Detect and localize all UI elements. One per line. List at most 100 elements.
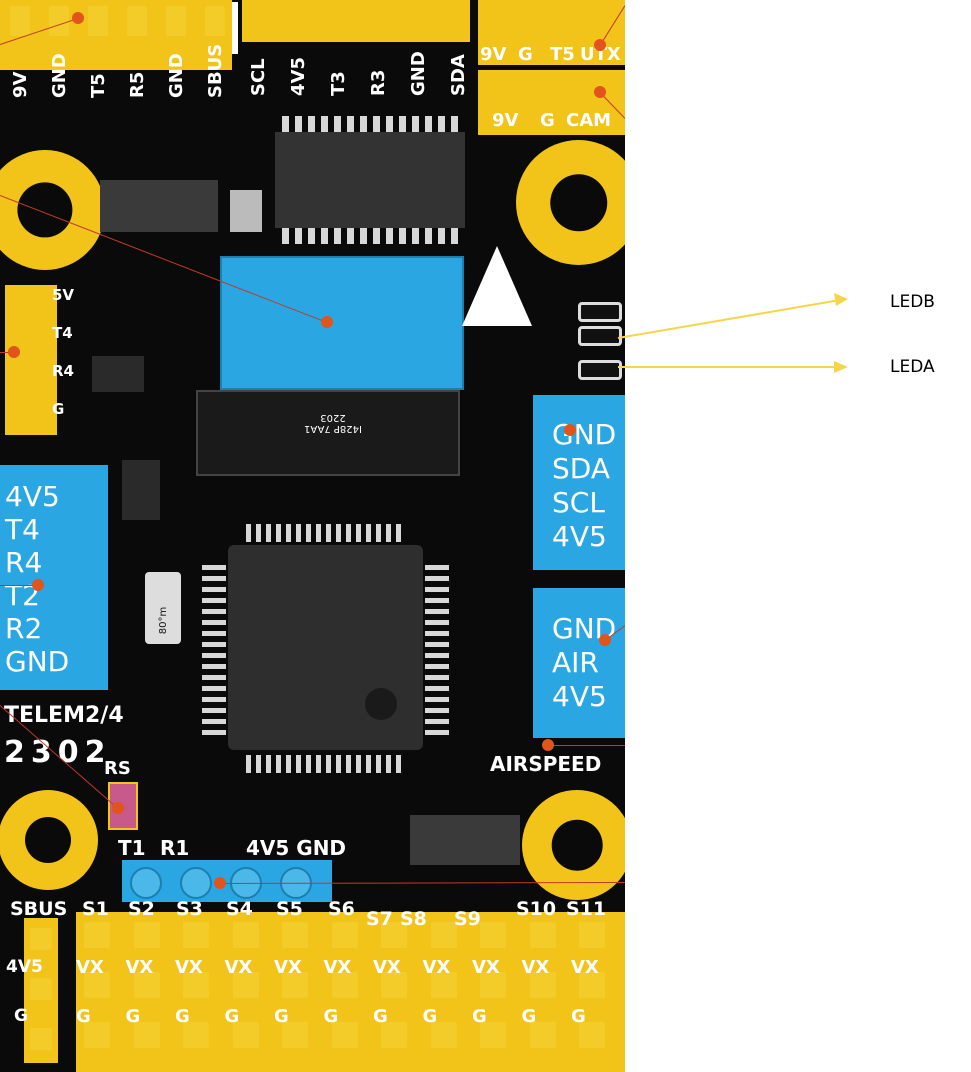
lead-dot [72, 12, 84, 24]
mcu-pin1-dot [365, 688, 397, 720]
callout-line-ledb [617, 299, 841, 339]
top-header-2-label: SCL [248, 58, 269, 96]
ic-pin [412, 116, 419, 132]
telem-pin-label: R4 [5, 546, 43, 579]
telem-pin-label: GND [5, 645, 70, 678]
diode [122, 460, 160, 520]
lead-dot [32, 579, 44, 591]
servo-col-label: S7 [366, 908, 393, 930]
t1-label: T1 [118, 836, 146, 860]
lead-dot [8, 346, 20, 358]
airspeed-connector [533, 588, 625, 738]
servo-g-label: G [175, 1006, 190, 1027]
top-right-2-label: 9V [492, 110, 519, 131]
mcu-pin [202, 598, 226, 603]
airspeed-pin-label: 4V5 [552, 680, 607, 713]
servo-pin [579, 972, 605, 998]
servo-g-label: G [571, 1006, 586, 1027]
mcu-pin [425, 587, 449, 592]
left-small-header-label: 5V [52, 286, 75, 304]
servo-vx-label: VX [422, 957, 451, 978]
regulator [92, 356, 144, 392]
servo-pin [529, 972, 556, 998]
top-right-1-label: G [518, 44, 533, 65]
servo-pin [381, 1022, 407, 1048]
servo-pin [282, 1022, 308, 1048]
mount-hole-top-left [0, 150, 105, 270]
lead-dot [214, 877, 226, 889]
header-pin [127, 6, 147, 36]
mcu-pin [425, 653, 449, 658]
mount-hole-top-right [516, 140, 625, 265]
mcu-pin [356, 755, 361, 773]
mcu-pin [425, 686, 449, 691]
mcu-pin [202, 708, 226, 713]
telem-label: TELEM2/4 [4, 703, 124, 728]
servo-pin [84, 922, 110, 948]
left-small-header-label: R4 [52, 362, 74, 380]
imu-module [196, 390, 460, 476]
callout-ledb: LEDB [890, 292, 935, 312]
mcu-pin [425, 598, 449, 603]
mcu-pin [366, 755, 371, 773]
servo-pin [430, 972, 457, 998]
top-right-2-label: CAM [566, 110, 612, 131]
mcu-pin [346, 755, 351, 773]
mcu-pin [202, 719, 226, 724]
servo-col-label: S8 [400, 908, 427, 930]
crystal [145, 572, 181, 644]
left-small-header [5, 285, 57, 435]
top-header-left [0, 0, 232, 70]
servo-pin [430, 922, 457, 948]
header-pin [88, 6, 108, 36]
lead-dot [564, 424, 576, 436]
servo-pin [579, 922, 605, 948]
servo-pin [430, 1022, 457, 1048]
mcu-pin [376, 524, 381, 542]
lead-dot [594, 39, 606, 51]
mcu-pin [336, 755, 341, 773]
mcu-pin [425, 708, 449, 713]
ic-pin [308, 116, 315, 132]
mcu-pin [346, 524, 351, 542]
servo-vx-label: VX [175, 957, 203, 978]
mcu-pin [202, 576, 226, 581]
i2c-connector [533, 395, 625, 570]
mcu-pin [202, 730, 226, 735]
airspeed-pin-label: AIR [552, 646, 599, 679]
mcu-pin [425, 730, 449, 735]
callout-arrow-leda [834, 361, 848, 373]
imu-text: I428P 7AA1 2203 [304, 412, 362, 434]
mcu-pin [306, 755, 311, 773]
mcu-pin [256, 755, 261, 773]
servo-col-label: SBUS [10, 898, 68, 920]
top-header-2-label: SDA [448, 54, 469, 96]
servo-pin [331, 1022, 358, 1048]
mcu-pin [276, 524, 281, 542]
connector-block-bottom-right [410, 815, 520, 865]
lead-dot [112, 802, 124, 814]
mcu-pin [202, 653, 226, 658]
top-ic-chip [275, 132, 465, 228]
servo-vx-label: VX [76, 957, 104, 978]
lead-line [0, 352, 14, 353]
servo-vx-label: VX [224, 957, 253, 978]
led-b [578, 302, 622, 322]
servo-pin [331, 922, 358, 948]
servo-pin [133, 1022, 160, 1048]
ic-pin [373, 116, 380, 132]
top-right-1-label: 9V [480, 44, 507, 65]
mcu-pin [276, 755, 281, 773]
header-pin [10, 6, 30, 36]
top-header-1-label: R5 [127, 71, 148, 98]
telem-pin-label: R2 [5, 612, 43, 645]
servo-col-label: S2 [128, 898, 155, 920]
servo-pin [331, 972, 358, 998]
ic-pin [451, 116, 458, 132]
blue-pad [180, 867, 212, 899]
servo-vx-label: VX [274, 957, 302, 978]
ic-pin [308, 228, 315, 244]
top-header-middle [242, 0, 470, 42]
rs-label: RS [104, 758, 131, 779]
mcu-pin [316, 524, 321, 542]
